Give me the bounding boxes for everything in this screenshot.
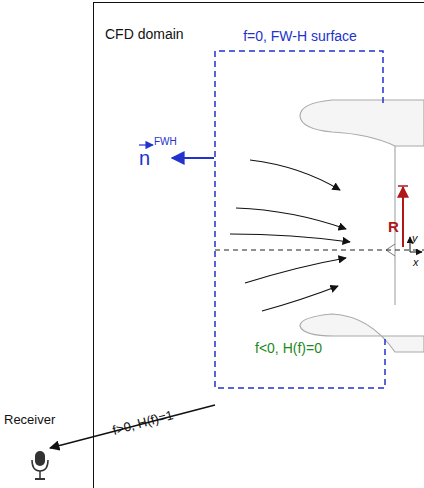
ray-label: f>0, H(f)=1: [111, 408, 175, 438]
receiver-label: Receiver: [4, 413, 55, 427]
domain-title: CFD domain: [105, 27, 184, 42]
axis-name: y: [412, 232, 418, 244]
fwh-surface: f=0, FW-H surfacef<0, H(f)=0: [215, 51, 385, 384]
vector-accent: [139, 144, 153, 145]
streamlines: [230, 160, 350, 311]
normal-arrow: [172, 157, 214, 159]
radius-tick: [398, 185, 408, 187]
ray-arrow: [50, 405, 215, 448]
surface-dashes: [215, 51, 385, 388]
axis-name: x: [413, 256, 419, 268]
vector-superscript: FWH: [154, 136, 177, 147]
y-axis: [410, 237, 411, 252]
vector-symbol: n: [139, 147, 150, 169]
surface-label: f=0, FW-H surface: [200, 29, 400, 44]
surface-outline: [215, 51, 385, 384]
microphone-icon: [32, 451, 48, 479]
x-axis: [410, 252, 422, 253]
radius-arrow: [402, 187, 404, 247]
radius-symbol: R: [388, 219, 399, 236]
region-label: f<0, H(f)=0: [255, 341, 322, 356]
centerline: [215, 250, 424, 251]
nacelle: [300, 100, 424, 352]
